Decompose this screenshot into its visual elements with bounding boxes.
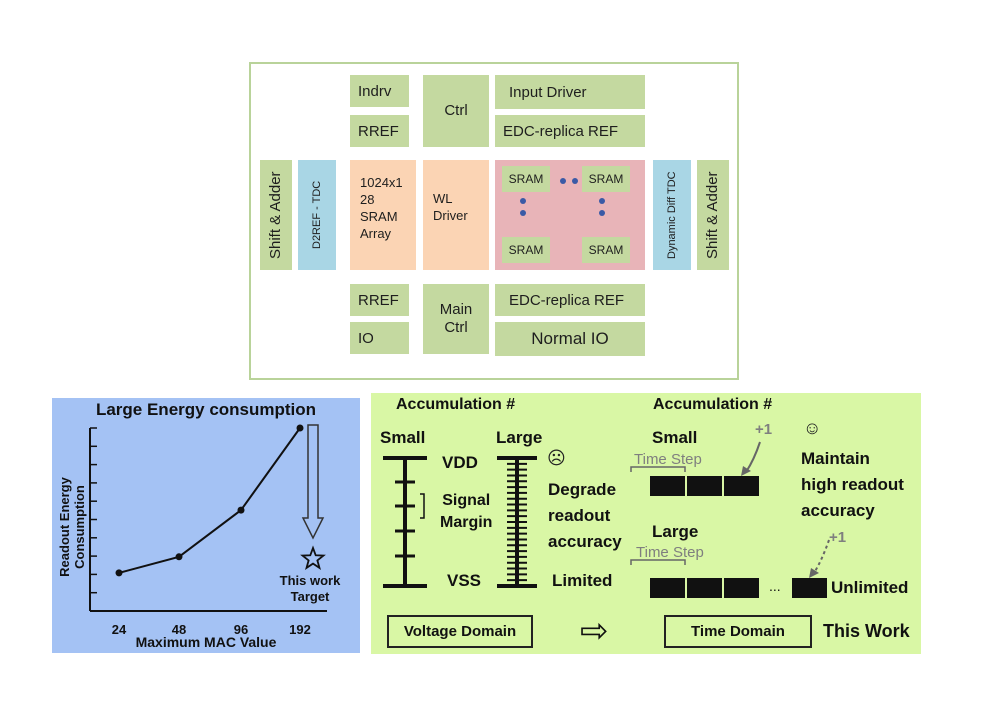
shift-adder-left-block: Shift & Adder [260, 160, 292, 270]
sram-array-line: 1024x1 [360, 175, 403, 190]
ellipsis-dot [520, 210, 526, 216]
target-arrow-icon [301, 424, 325, 540]
input-driver-block: Input Driver [495, 75, 645, 109]
signal-margin-label: Signal Margin [440, 490, 492, 534]
sram-block: SRAM [582, 237, 630, 263]
time-step-large-label: Time Step [636, 544, 704, 561]
x-axis-label: Maximum MAC Value [135, 634, 277, 650]
plus-one-large-label: +1 [829, 529, 847, 546]
data-point [175, 553, 183, 561]
x-tick-label: 24 [112, 622, 127, 637]
dynamic-diff-tdc-block: Dynamic Diff TDC [653, 160, 691, 270]
maintain-line: Maintain [801, 449, 870, 468]
edc-replica-bottom-block: EDC-replica REF [495, 284, 645, 316]
time-domain-box: Time Domain [664, 615, 812, 648]
shift-adder-right-label: Shift & Adder [704, 171, 721, 259]
accumulation-header-left: Accumulation # [396, 396, 516, 413]
small-right-label: Small [652, 428, 698, 447]
sram-block: SRAM [582, 166, 630, 192]
shift-adder-right-block: Shift & Adder [697, 160, 729, 270]
degrade-line: Degrade [548, 480, 617, 499]
shift-adder-left-label: Shift & Adder [267, 171, 284, 259]
sram-array-line: Array [360, 226, 392, 241]
data-point [237, 506, 245, 514]
plus-one-small-label: +1 [755, 421, 773, 438]
this-work-target-label: This work Target [270, 573, 350, 605]
x-tick-label: 48 [172, 622, 186, 637]
chart-title: Large Energy consumption [95, 400, 317, 419]
limited-label: Limited [552, 571, 613, 590]
signal-margin-line: Signal [442, 492, 491, 509]
y-axis-label: Readout Energy Consumption [57, 477, 87, 577]
sram-block: SRAM [502, 237, 550, 263]
time-step-block [687, 476, 722, 496]
data-point [115, 569, 123, 577]
accumulation-panel [371, 393, 921, 654]
d2ref-tdc-block: D2REF - TDC [298, 160, 336, 270]
rref-top-block: RREF [350, 115, 409, 147]
voltage-ladders [383, 456, 537, 588]
sram-array-line: SRAM [360, 209, 398, 224]
ellipsis-dot [599, 198, 605, 204]
smile-face-icon: ☺ [803, 418, 822, 438]
small-label: Small [380, 428, 426, 447]
time-step-block [650, 578, 685, 598]
ellipsis-dot [599, 210, 605, 216]
degrade-accuracy-label: Degrade readout accuracy [548, 477, 622, 555]
main-ctrl-block: Main Ctrl [423, 284, 489, 354]
series-line [118, 427, 301, 574]
main-ctrl-line: Ctrl [444, 319, 468, 336]
ellipsis-label: ... [769, 578, 781, 594]
voltage-domain-box: Voltage Domain [387, 615, 533, 648]
rref-bottom-block: RREF [350, 284, 409, 316]
sram-array-block: 1024x1 28 SRAM Array [350, 160, 416, 270]
ellipsis-dot [560, 178, 566, 184]
maintain-line: high readout [801, 475, 904, 494]
time-step-block [687, 578, 722, 598]
x-tick-label: 192 [289, 622, 311, 637]
wl-driver-line: Driver [433, 208, 468, 223]
wl-driver-line: WL [433, 191, 453, 206]
target-star-icon [300, 545, 326, 570]
right-arrow-icon: ⇨ [580, 612, 609, 650]
annotation-line: Target [290, 589, 330, 604]
maintain-line: accuracy [801, 501, 875, 520]
large-right-label: Large [652, 522, 699, 541]
vss-label: VSS [447, 571, 482, 590]
large-label: Large [496, 428, 543, 447]
dynamic-diff-tdc-label: Dynamic Diff TDC [666, 171, 678, 259]
x-tick-label: 96 [234, 622, 248, 637]
data-point [296, 424, 304, 432]
sad-face-icon: ☹ [547, 448, 566, 468]
main-ctrl-line: Main [439, 301, 473, 318]
sram-array-line: 28 [360, 192, 375, 207]
maintain-accuracy-label: Maintain high readout accuracy [801, 446, 904, 524]
time-step-block [724, 578, 759, 598]
time-step-block [650, 476, 685, 496]
normal-io-block: Normal IO [495, 322, 645, 356]
this-work-label: This Work [823, 621, 910, 641]
time-step-diagram [630, 441, 830, 598]
energy-line-chart: 24 48 96 192 [89, 424, 327, 637]
vdd-label: VDD [442, 453, 478, 472]
time-step-block [724, 476, 759, 496]
edc-replica-top-block: EDC-replica REF [495, 115, 645, 147]
unlimited-label: Unlimited [831, 578, 909, 597]
degrade-line: readout [548, 506, 611, 525]
io-block: IO [350, 322, 409, 354]
ctrl-block: Ctrl [423, 75, 489, 147]
sram-block: SRAM [502, 166, 550, 192]
degrade-line: accuracy [548, 532, 622, 551]
d2ref-tdc-label: D2REF - TDC [311, 180, 323, 250]
signal-margin-line: Margin [440, 514, 493, 531]
time-step-small-label: Time Step [634, 451, 702, 468]
indrv-block: Indrv [350, 75, 409, 107]
annotation-line: This work [279, 573, 341, 588]
ellipsis-dot [572, 178, 578, 184]
wl-driver-block: WL Driver [423, 160, 489, 270]
time-step-block [792, 578, 827, 598]
ellipsis-dot [520, 198, 526, 204]
accumulation-header-right: Accumulation # [653, 396, 773, 413]
